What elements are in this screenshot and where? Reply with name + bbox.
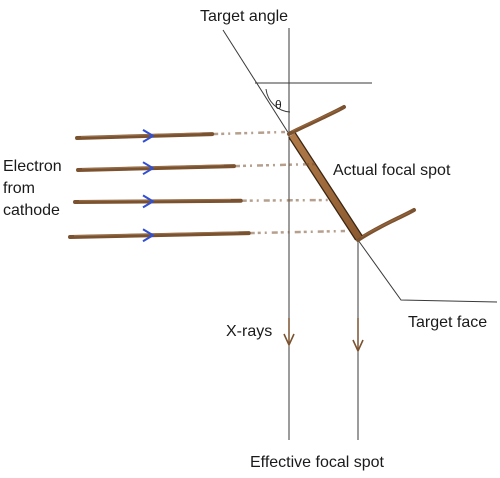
- electron-label-line2: from: [3, 180, 35, 197]
- electron-beam-4: [68, 231, 251, 239]
- anode-surface-top-texture: [291, 108, 341, 132]
- electron-beam-texture-4: [73, 231, 239, 237]
- effective-focal-spot-label: Effective focal spot: [250, 454, 385, 471]
- electron-beam-tail-4: [248, 229, 346, 235]
- electron-label-line3: cathode: [3, 202, 60, 219]
- electron-label-line1: Electron: [3, 158, 62, 175]
- theta-arc: [265, 88, 291, 113]
- electron-beam-1: [75, 132, 215, 140]
- electron-beam-tail-3: [240, 198, 331, 202]
- electron-beam-texture-3: [78, 199, 231, 202]
- xray-arrowhead-left: [283, 333, 295, 347]
- electron-beam-tail-1: [212, 130, 286, 136]
- electron-beam-texture-1: [80, 132, 203, 138]
- target-face-label: Target face: [408, 314, 487, 331]
- actual-focal-spot-label: Actual focal spot: [333, 162, 451, 179]
- target-face-lower-line: [357, 239, 498, 303]
- electron-beam-tail-2: [233, 162, 319, 168]
- electron-beam-arrowhead-4: [142, 228, 154, 243]
- theta-label: θ: [275, 98, 282, 112]
- electron-beam-3: [73, 198, 243, 204]
- x-rays-label: X-rays: [226, 323, 272, 340]
- xray-arrowhead-right: [352, 339, 364, 353]
- target-face-upper-line: [222, 29, 290, 135]
- electron-beam-arrowhead-1: [142, 129, 154, 143]
- target-angle-label: Target angle: [200, 8, 288, 25]
- electron-beam-2: [76, 164, 236, 172]
- anode-surface-bottom-texture: [360, 211, 411, 238]
- electron-beam-arrowhead-3: [142, 194, 154, 209]
- electron-beam-texture-2: [81, 164, 225, 170]
- electron-beams: [68, 129, 346, 243]
- electron-beam-arrowhead-2: [142, 161, 154, 176]
- actual-focal-spot-bar: [289, 133, 362, 240]
